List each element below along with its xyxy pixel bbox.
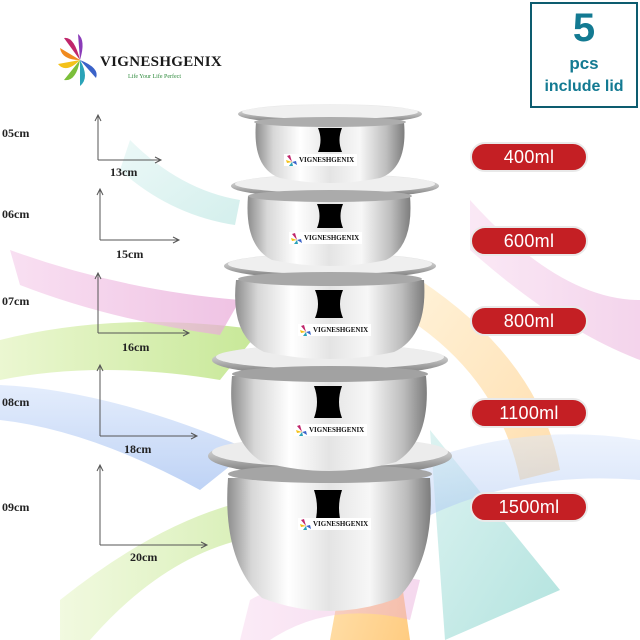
- brand-flower-icon: [58, 34, 97, 86]
- pot-4-label: VIGNESHGENIX: [294, 424, 368, 436]
- pack-unit: pcs: [569, 54, 599, 73]
- brand-flower-icon: [296, 425, 307, 436]
- pot-3-label-text: VIGNESHGENIX: [313, 326, 369, 334]
- pot-2-capacity: 600ml: [470, 226, 588, 256]
- brand-flower-icon: [300, 519, 311, 530]
- pot-5-height: 09cm: [2, 500, 30, 514]
- pot-5-capacity: 1500ml: [470, 492, 588, 522]
- pack-count: 5: [572, 6, 596, 50]
- pot-5-label-text: VIGNESHGENIX: [313, 520, 369, 528]
- pot-4-capacity: 1100ml: [470, 398, 588, 428]
- brand-name: VIGNESHGENIX: [100, 54, 222, 70]
- pot-5-width: 20cm: [130, 550, 158, 564]
- pot-1-label: VIGNESHGENIX: [284, 154, 358, 166]
- pot-1-capacity: 400ml: [470, 142, 588, 172]
- brand-flower-icon: [291, 233, 302, 244]
- pot-4: [212, 344, 448, 471]
- pot-1: [238, 104, 422, 183]
- pot-2-width: 15cm: [116, 247, 144, 261]
- brand-tagline: Life Your Life Perfect: [128, 74, 181, 80]
- brand-flower-icon: [286, 155, 297, 166]
- pot-1-width: 13cm: [110, 165, 138, 179]
- pot-3-height: 07cm: [2, 294, 30, 308]
- pot-3-width: 16cm: [122, 340, 150, 354]
- pot-3-label: VIGNESHGENIX: [298, 324, 372, 336]
- pot-2-height: 06cm: [2, 207, 30, 221]
- pot-3-capacity: 800ml: [470, 306, 588, 336]
- pack-count-badge: 5 pcs include lid: [530, 2, 638, 108]
- pot-4-height: 08cm: [2, 395, 30, 409]
- brand-logo: VIGNESHGENIX Life Your Life Perfect: [58, 26, 238, 106]
- pot-1-height: 05cm: [2, 126, 30, 140]
- pot-2-label-text: VIGNESHGENIX: [304, 234, 360, 242]
- pack-note: include lid: [544, 78, 624, 95]
- pot-2-label: VIGNESHGENIX: [289, 232, 363, 244]
- pot-4-width: 18cm: [124, 442, 152, 456]
- pot-3: [224, 253, 436, 359]
- pot-1-label-text: VIGNESHGENIX: [299, 156, 355, 164]
- brand-flower-icon: [300, 325, 311, 336]
- pot-5-label: VIGNESHGENIX: [298, 518, 372, 530]
- pot-4-label-text: VIGNESHGENIX: [309, 426, 365, 434]
- pot-2: [231, 174, 439, 266]
